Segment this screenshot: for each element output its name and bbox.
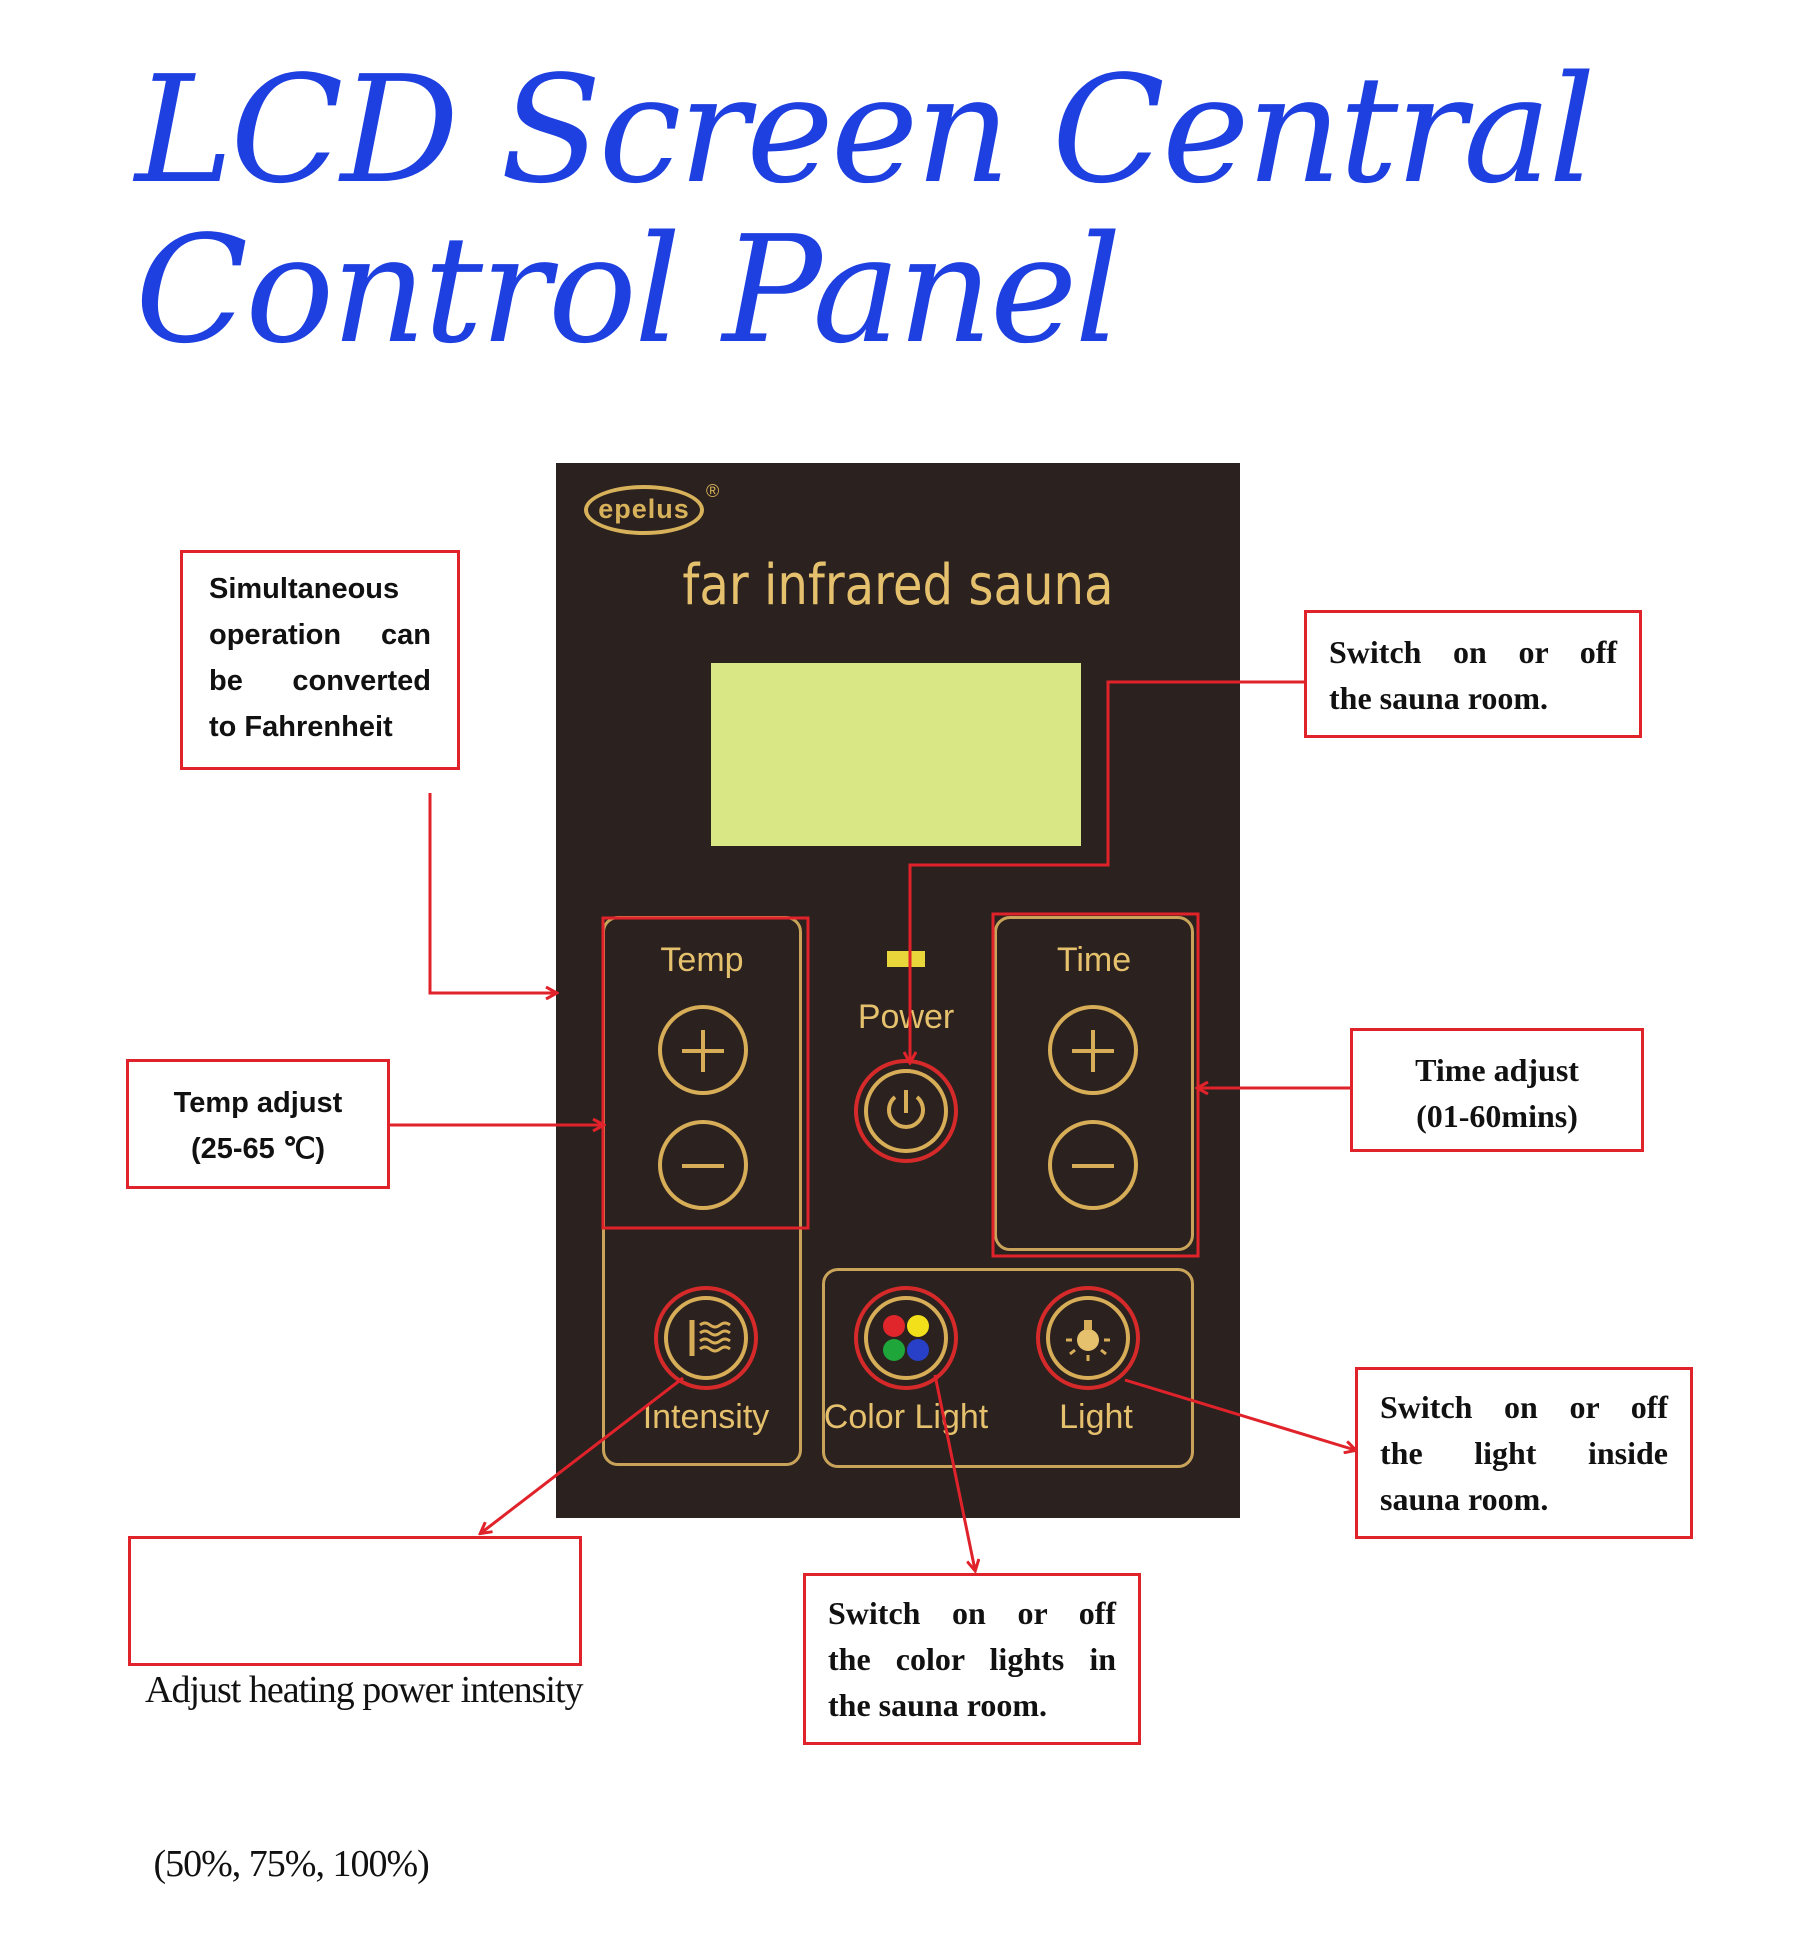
title-line-1: LCD Screen Central [135, 44, 1596, 216]
intensity-callout: Adjust heating power intensity (50%, 75%… [128, 1536, 584, 1885]
lights-group [822, 1268, 1194, 1468]
power-label: Power [857, 998, 955, 1036]
time-callout: Time adjust (01-60mins) [1350, 1028, 1644, 1152]
time-label: Time [1056, 941, 1132, 979]
callout-line: sauna room. [1380, 1481, 1549, 1517]
color-light-callout: Switch on or off the color lights in the… [803, 1573, 1141, 1745]
callout-line: the color lights in [828, 1641, 1116, 1677]
light-button[interactable] [1036, 1286, 1140, 1390]
control-panel: epelus ® far infrared sauna Temp Time Po… [556, 463, 1240, 1518]
fahrenheit-callout: Simultaneous operation can be converted … [180, 550, 460, 770]
callout-line: Switch on or off [828, 1595, 1116, 1631]
callout-line: the light inside [1380, 1435, 1668, 1471]
lcd-screen [711, 663, 1081, 846]
callout-line: the sauna room. [828, 1687, 1047, 1723]
light-label: Light [1059, 1398, 1133, 1436]
color-light-icon [883, 1315, 929, 1361]
callout-line: be converted [209, 665, 431, 697]
callout-line: Temp adjust [173, 1087, 343, 1119]
callout-line: Time adjust [1415, 1052, 1579, 1088]
time-plus-button[interactable] [1048, 1005, 1138, 1095]
power-indicator-led [887, 951, 925, 967]
callout-line: Switch on or off [1380, 1389, 1668, 1425]
title-line-2: Control Panel [135, 204, 1122, 376]
brand-logo: epelus [584, 485, 704, 535]
temp-callout: Temp adjust (25-65 ℃) [126, 1059, 390, 1189]
callout-line: (25-65 ℃) [190, 1133, 326, 1165]
temp-label: Temp [660, 941, 744, 979]
bulb-icon [1066, 1320, 1110, 1361]
intensity-label: Intensity [642, 1398, 770, 1436]
callout-line: (01-60mins) [1416, 1098, 1578, 1134]
callout-line: (50%, 75%, 100%) [145, 1843, 430, 1885]
temp-plus-button[interactable] [658, 1005, 748, 1095]
page-title: LCD Screen Central Control Panel [135, 50, 1635, 370]
callout-line: to Fahrenheit [209, 711, 393, 743]
light-callout: Switch on or off the light inside sauna … [1355, 1367, 1693, 1539]
callout-line: operation can [209, 619, 431, 651]
intensity-icon [689, 1320, 731, 1356]
power-button[interactable] [854, 1059, 958, 1163]
temp-minus-button[interactable] [658, 1120, 748, 1210]
panel-subtitle: far infrared sauna [682, 553, 1114, 618]
callout-line: Adjust heating power intensity [145, 1669, 584, 1711]
callout-line: Switch on or off [1329, 634, 1617, 670]
color-light-button[interactable] [854, 1286, 958, 1390]
color-light-label: Color Light [823, 1398, 989, 1436]
registered-mark: ® [706, 481, 720, 501]
power-icon [887, 1090, 925, 1129]
callout-line: the sauna room. [1329, 680, 1548, 716]
callout-line: Simultaneous [209, 573, 400, 605]
power-callout: Switch on or off the sauna room. [1304, 610, 1642, 738]
intensity-button[interactable] [654, 1286, 758, 1390]
time-minus-button[interactable] [1048, 1120, 1138, 1210]
